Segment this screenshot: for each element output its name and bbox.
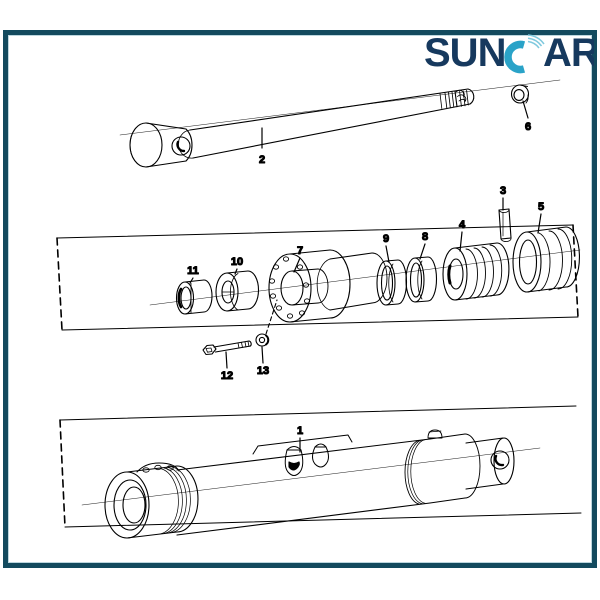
callout-label-10: 10: [231, 256, 243, 268]
callout-label-2: 2: [259, 154, 265, 166]
part-9-seal-ring: [376, 259, 408, 306]
part-2-piston-rod: [129, 88, 475, 168]
callout-label-5: 5: [538, 201, 544, 213]
callout-label-9: 9: [383, 233, 389, 245]
callout-label-1: 1: [297, 425, 303, 437]
part-11-bushing-inner: [175, 279, 213, 315]
rod-thread-hatching: [444, 89, 469, 109]
barrel-assembly-group-box: [59, 405, 582, 528]
part-5-piston-cap: [512, 226, 580, 293]
part-7-gland-head: [268, 249, 388, 323]
callout-label-6: 6: [525, 121, 531, 133]
svg-text:AR: AR: [543, 33, 594, 75]
callout-label-4: 4: [459, 219, 466, 231]
part-1-cylinder-barrel: [81, 429, 541, 539]
hydraulic-port-fittings: [252, 434, 353, 476]
part-4-piston: [442, 242, 510, 301]
callout-label-7: 7: [297, 245, 303, 257]
logo-icon-c: [504, 34, 545, 74]
part-8-seal-ring: [405, 256, 438, 303]
part-3-set-pin: [498, 208, 512, 242]
assembly-line-washer-to-flange: [265, 299, 278, 335]
suncar-logo: SUN AR: [424, 33, 594, 77]
callout-leader-lines: [189, 100, 542, 453]
seal-kit-group-box: [56, 224, 579, 331]
callout-label-12: 12: [221, 370, 233, 382]
logo-text-ar: AR: [543, 33, 594, 75]
part-6-lock-ring: [510, 84, 530, 104]
svg-text:SUN: SUN: [424, 33, 505, 75]
logo-text-sun: SUN: [424, 33, 506, 75]
part-10-bushing-outer: [215, 270, 260, 312]
callout-label-13: 13: [257, 365, 269, 377]
part-13-washer: [255, 333, 270, 347]
callout-label-3: 3: [500, 185, 506, 197]
callout-labels: 1 2 3 4 5 6 7 8 9 10 11 12 13: [187, 120, 545, 437]
flange-bolt-holes: [268, 256, 311, 319]
barrel-weld-band: [407, 439, 426, 504]
callout-label-11: 11: [187, 265, 199, 277]
callout-label-8: 8: [422, 231, 428, 243]
part-12-hex-bolt: [202, 340, 252, 356]
